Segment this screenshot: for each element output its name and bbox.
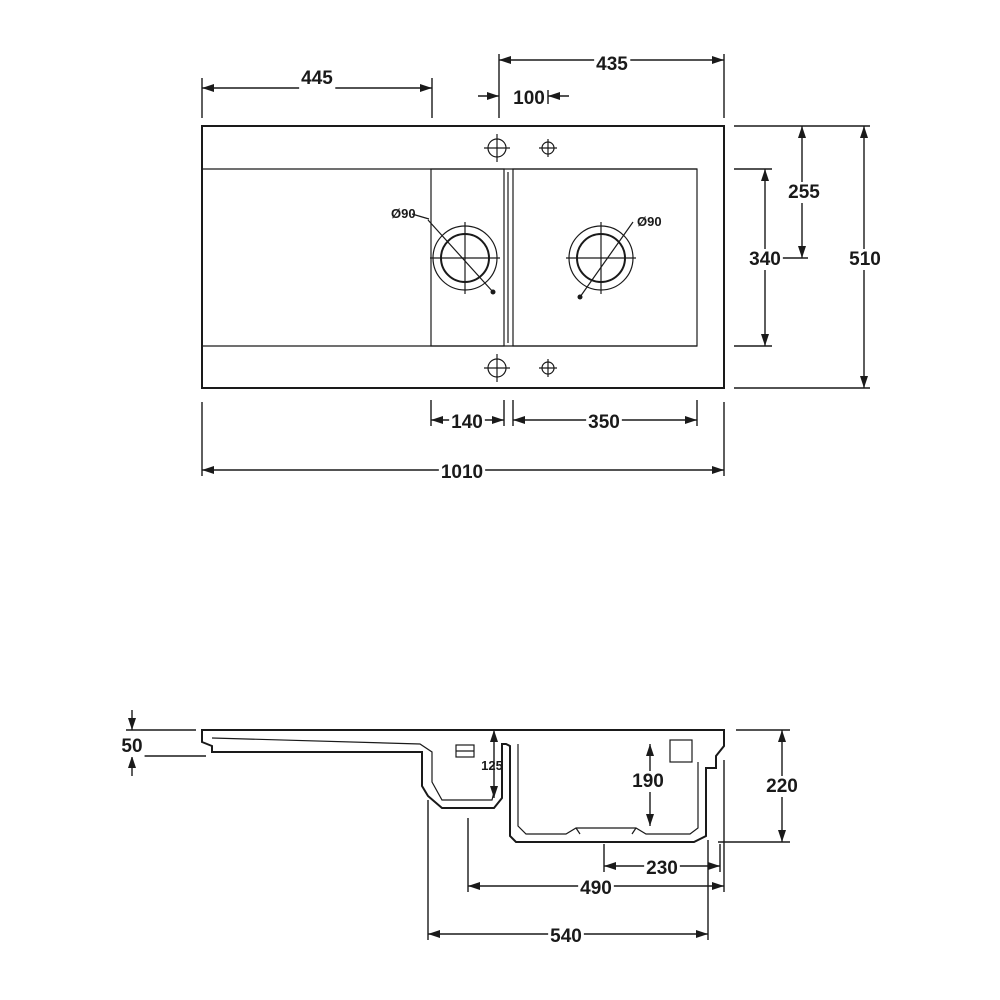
small-waste-label: Ø90 xyxy=(391,206,416,221)
svg-text:490: 490 xyxy=(580,878,612,899)
dim-overall-section-depth: 220 xyxy=(718,729,800,843)
svg-text:100: 100 xyxy=(513,88,545,109)
label-backdrop xyxy=(630,771,666,792)
label-backdrop xyxy=(786,182,823,203)
plan-view: Ø90 Ø90 xyxy=(201,54,883,483)
dim-drainer-width: 445 xyxy=(201,68,433,118)
label-backdrop xyxy=(578,878,614,899)
svg-text:445: 445 xyxy=(301,68,333,89)
svg-text:125: 125 xyxy=(481,758,503,773)
dim-tap-spacing: 100 xyxy=(478,88,569,109)
main-waste-label: Ø90 xyxy=(637,214,662,229)
dim-deck-thickness: 50 xyxy=(119,710,206,776)
dim-drainer-to-edge: 540 xyxy=(427,800,709,947)
label-backdrop xyxy=(847,249,883,270)
svg-text:435: 435 xyxy=(596,54,628,75)
label-backdrop xyxy=(594,54,631,75)
label-backdrop xyxy=(119,736,145,757)
tap-hole-icon xyxy=(484,134,510,162)
dim-small-bowl-depth: 125 xyxy=(481,730,503,798)
tap-hole-icon xyxy=(539,139,557,157)
sink-section-outline xyxy=(201,729,725,843)
main-bowl-inner-line xyxy=(517,744,699,835)
dim-waste-offset: 230 xyxy=(603,844,721,879)
label-backdrop xyxy=(644,858,680,879)
section-view: 50 125 190 220 xyxy=(119,710,800,947)
svg-text:140: 140 xyxy=(451,412,483,433)
dim-bowls-span: 490 xyxy=(467,760,725,899)
dim-tap-group: 435 xyxy=(498,54,725,118)
tap-hole-icon xyxy=(484,354,510,382)
svg-text:350: 350 xyxy=(588,412,620,433)
label-backdrop xyxy=(511,88,547,109)
label-backdrop xyxy=(764,776,800,797)
svg-text:50: 50 xyxy=(121,736,142,757)
label-backdrop xyxy=(548,926,584,947)
label-backdrop xyxy=(438,462,486,483)
label-backdrop xyxy=(747,249,783,270)
svg-text:510: 510 xyxy=(849,249,881,270)
tap-hole-icon xyxy=(539,359,557,377)
dim-overall-depth: 510 xyxy=(734,125,883,389)
label-backdrop xyxy=(449,412,485,433)
svg-text:190: 190 xyxy=(632,771,664,792)
svg-text:1010: 1010 xyxy=(441,462,483,483)
main-bowl-waste xyxy=(566,221,636,300)
dim-bowl-depth-to-tap: 255 xyxy=(734,125,823,259)
main-bowl xyxy=(512,168,698,347)
svg-text:340: 340 xyxy=(749,249,781,270)
dim-small-bowl-width: 140 xyxy=(430,400,505,433)
label-backdrop xyxy=(586,412,622,433)
label-backdrop xyxy=(299,68,336,89)
overflow-block xyxy=(669,739,693,763)
svg-text:220: 220 xyxy=(766,776,798,797)
small-bowl-waste xyxy=(427,219,500,295)
svg-text:255: 255 xyxy=(788,182,820,203)
svg-text:230: 230 xyxy=(646,858,678,879)
sink-outline xyxy=(201,125,725,389)
dim-bowl-length: 340 xyxy=(734,168,783,347)
dim-main-bowl-depth: 190 xyxy=(630,744,666,826)
svg-text:540: 540 xyxy=(550,926,582,947)
drainer-inner-line xyxy=(211,737,495,801)
dim-overall-width: 1010 xyxy=(201,402,725,483)
dim-main-bowl-width: 350 xyxy=(512,400,698,433)
